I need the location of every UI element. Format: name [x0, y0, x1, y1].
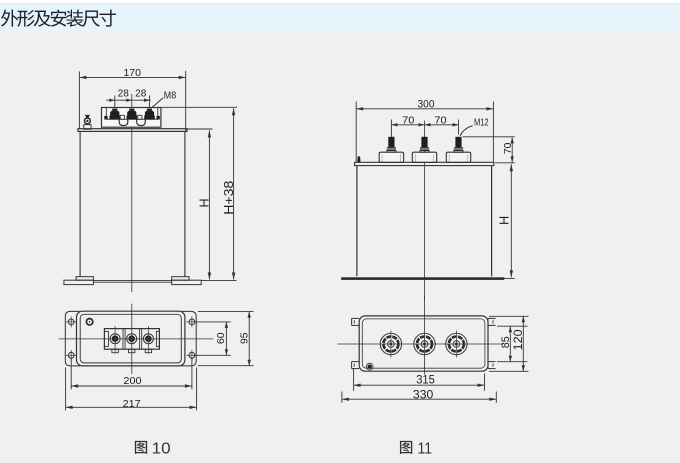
svg-text:217: 217 — [123, 398, 141, 410]
svg-text:120: 120 — [513, 329, 525, 350]
svg-text:28: 28 — [135, 87, 146, 99]
svg-text:315: 315 — [416, 375, 435, 387]
svg-text:70: 70 — [402, 114, 414, 126]
svg-text:28: 28 — [118, 87, 129, 99]
svg-text:70: 70 — [434, 114, 446, 126]
svg-text:95: 95 — [239, 332, 251, 344]
svg-text:M12: M12 — [474, 117, 489, 129]
svg-text:H+38: H+38 — [222, 181, 236, 215]
svg-text:170: 170 — [123, 67, 141, 79]
svg-text:11: 11 — [418, 440, 433, 457]
svg-text:60: 60 — [215, 332, 227, 344]
svg-text:85: 85 — [500, 336, 512, 348]
svg-text:M8: M8 — [164, 89, 177, 101]
svg-text:H: H — [498, 216, 512, 225]
svg-text:300: 300 — [418, 99, 435, 111]
svg-text:70: 70 — [502, 143, 514, 155]
svg-text:330: 330 — [413, 390, 433, 402]
svg-text:H: H — [198, 198, 212, 207]
svg-text:200: 200 — [123, 375, 141, 387]
svg-text:10: 10 — [152, 440, 171, 457]
